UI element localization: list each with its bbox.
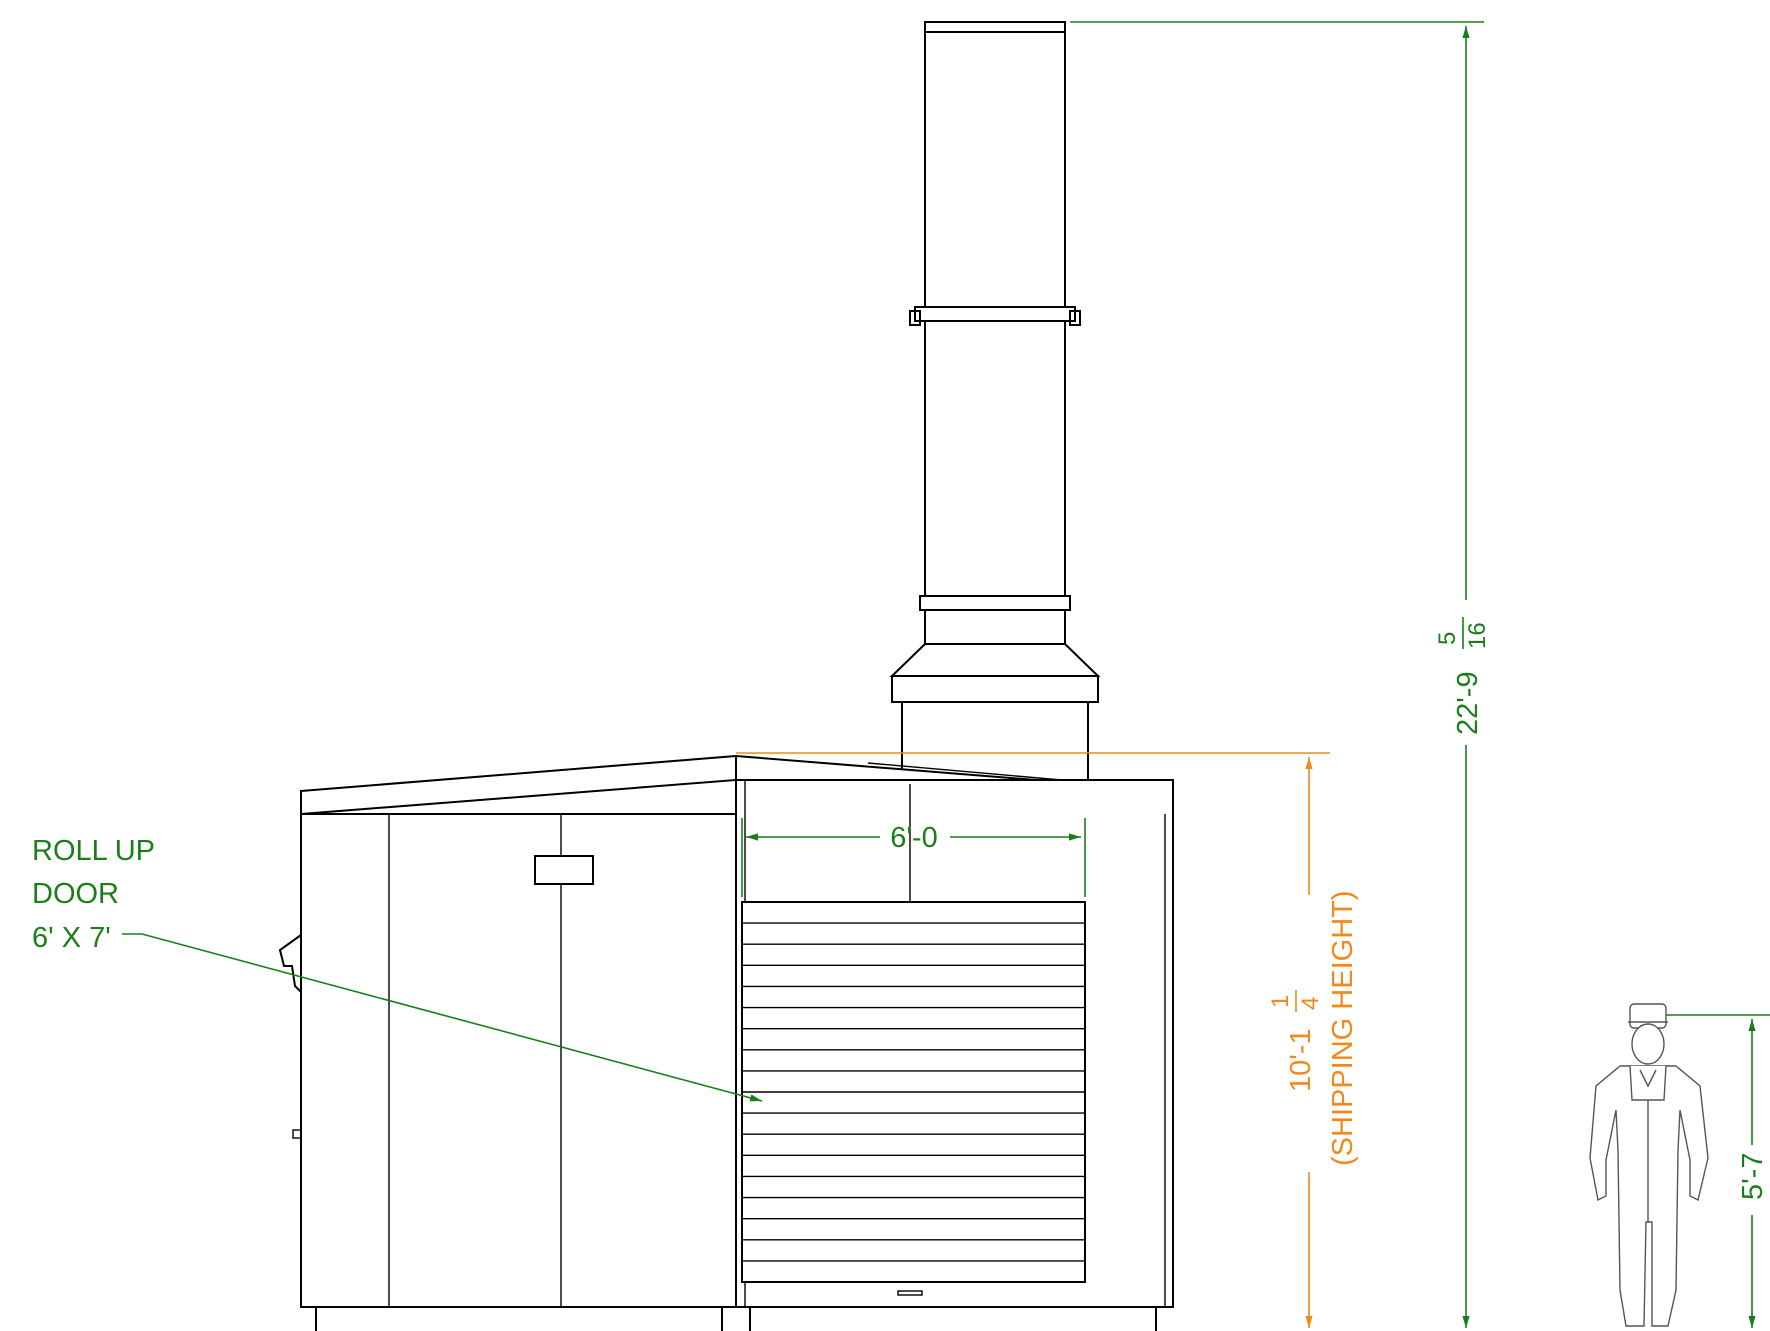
shipping-height-whole: 10'-1 [1285, 1028, 1317, 1092]
door-width-dimension [741, 818, 1086, 897]
shipping-height-denominator: 4 [1297, 997, 1324, 1010]
overall-height-numerator: 5 [1434, 632, 1461, 645]
overall-height-dimension [1070, 21, 1484, 1328]
exhaust-stack [889, 21, 1101, 781]
enclosure [278, 754, 1174, 1331]
callout-line-2: DOOR [32, 878, 119, 910]
roll-up-door [741, 901, 1086, 1283]
overall-height-whole: 22'-9 [1452, 671, 1484, 735]
vent-plate [534, 855, 594, 885]
person-height-dimension [1660, 1014, 1770, 1328]
callout-leader [122, 933, 763, 1102]
overall-height-label: 22'-9 5 16 [1434, 617, 1491, 735]
door-handle [897, 1290, 923, 1296]
shipping-height-label: 10'-1 1 4 [1267, 990, 1324, 1092]
shipping-height-dimension [736, 752, 1330, 1328]
overall-height-denominator: 16 [1464, 622, 1491, 649]
person-figure [1589, 1003, 1709, 1327]
shipping-height-numerator: 1 [1267, 995, 1294, 1008]
callout-line-3: 6' X 7' [32, 922, 111, 954]
door-width-label: 6'-0 [890, 822, 937, 854]
callout-line-1: ROLL UP [32, 835, 155, 867]
person-height-label: 5'-7 [1737, 1153, 1769, 1200]
shipping-height-caption: (SHIPPING HEIGHT) [1327, 890, 1359, 1166]
